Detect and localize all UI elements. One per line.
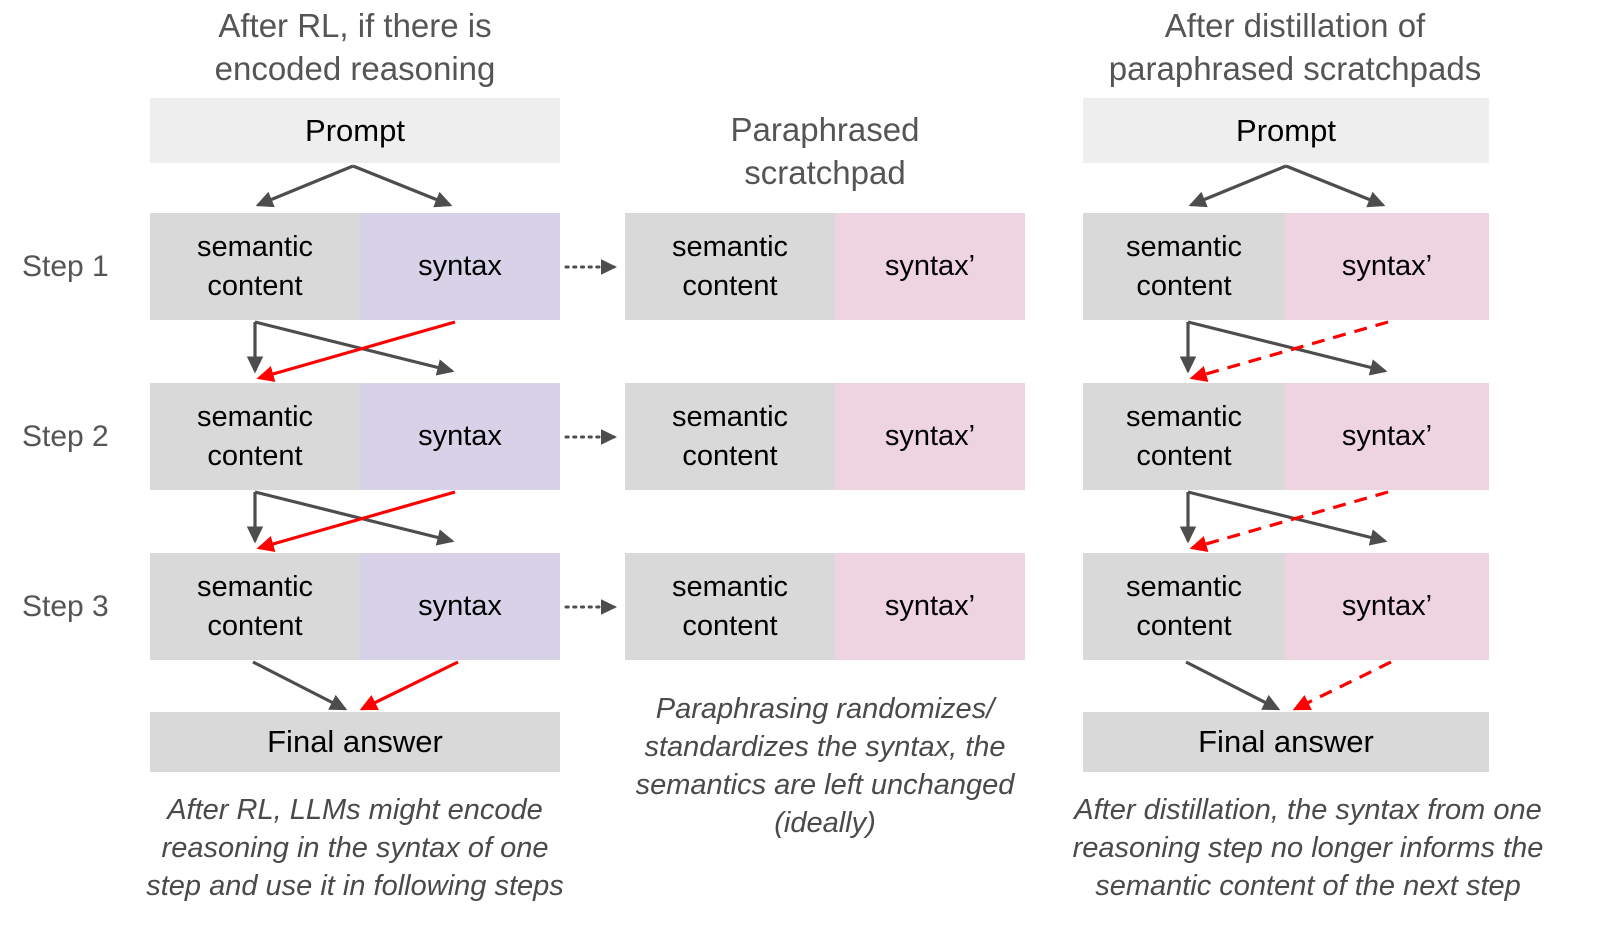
left-prompt-label: Prompt [305, 112, 405, 148]
step-label-2: Step 2 [22, 420, 109, 453]
middle-column-caption: Paraphrasing randomizes/ standardizes th… [635, 693, 1015, 839]
right-step2-semantic: semantic content [1083, 383, 1285, 490]
left-step3-syntax: syntax [360, 553, 560, 660]
middle-step3-syntax: syntax’ [835, 553, 1025, 660]
left-step2-syntax: syntax [360, 383, 560, 490]
right-step1-syntax: syntax’ [1285, 213, 1489, 320]
right-final-answer-label: Final answer [1198, 724, 1374, 759]
left-column-heading: After RL, if there is encoded reasoning [214, 7, 496, 87]
right-step1-semantic-label: semantic content [1125, 230, 1243, 302]
right-prompt-fork-arrows [1188, 164, 1386, 208]
middle-step3-semantic-label: semantic content [671, 570, 789, 642]
right-step1-semantic: semantic content [1083, 213, 1285, 320]
middle-step2-syntax: syntax’ [835, 383, 1025, 490]
step-label-3: Step 3 [22, 590, 109, 623]
middle-column-heading: Paraphrased scratchpad [730, 111, 920, 191]
middle-step2-semantic: semantic content [625, 383, 835, 490]
right-step3-syntax: syntax’ [1285, 553, 1489, 660]
left-step2-semantic-label: semantic content [196, 400, 314, 472]
left-step1-semantic-label: semantic content [196, 230, 314, 302]
right-step1-syntax-label: syntax’ [1341, 250, 1433, 282]
left-step1-syntax: syntax [360, 213, 560, 320]
left-final-answer-box: Final answer [150, 712, 560, 772]
left-step3-syntax-label: syntax [418, 590, 502, 622]
middle-step3-semantic: semantic content [625, 553, 835, 660]
right-step1-to-step2-arrows [1179, 320, 1389, 382]
left-step2-syntax-label: syntax [418, 420, 502, 452]
paraphrase-connector-arrows [564, 259, 617, 615]
middle-step1-syntax: syntax’ [835, 213, 1025, 320]
left-prompt-fork-arrows [255, 164, 453, 208]
right-step3-semantic: semantic content [1083, 553, 1285, 660]
left-final-answer-label: Final answer [267, 724, 443, 759]
right-prompt-box: Prompt [1083, 98, 1489, 163]
middle-step2-syntax-label: syntax’ [884, 420, 976, 452]
left-step1-syntax-label: syntax [418, 250, 502, 282]
left-step3-semantic-label: semantic content [196, 570, 314, 642]
right-step3-to-final-arrows [1185, 660, 1392, 711]
left-step2-to-step3-arrows [246, 490, 456, 552]
right-step3-semantic-label: semantic content [1125, 570, 1243, 642]
left-step1-to-step2-arrows [246, 320, 456, 382]
middle-step1-syntax-label: syntax’ [884, 250, 976, 282]
middle-step2-semantic-label: semantic content [671, 400, 789, 472]
left-column-caption: After RL, LLMs might encode reasoning in… [146, 794, 564, 902]
right-final-answer-box: Final answer [1083, 712, 1489, 772]
right-step2-semantic-label: semantic content [1125, 400, 1243, 472]
right-column-heading: After distillation of paraphrased scratc… [1108, 7, 1482, 87]
left-prompt-box: Prompt [150, 98, 560, 163]
right-step2-to-step3-arrows [1179, 490, 1389, 552]
right-step3-syntax-label: syntax’ [1341, 590, 1433, 622]
left-step2-semantic: semantic content [150, 383, 360, 490]
middle-step3-syntax-label: syntax’ [884, 590, 976, 622]
right-step2-syntax: syntax’ [1285, 383, 1489, 490]
middle-step1-semantic: semantic content [625, 213, 835, 320]
step-label-1: Step 1 [22, 250, 109, 283]
right-prompt-label: Prompt [1236, 112, 1336, 148]
right-column-caption: After distillation, the syntax from one … [1072, 794, 1544, 902]
right-step2-syntax-label: syntax’ [1341, 420, 1433, 452]
left-step3-to-final-arrows [252, 660, 459, 711]
left-step3-semantic: semantic content [150, 553, 360, 660]
middle-step1-semantic-label: semantic content [671, 230, 789, 302]
left-step1-semantic: semantic content [150, 213, 360, 320]
